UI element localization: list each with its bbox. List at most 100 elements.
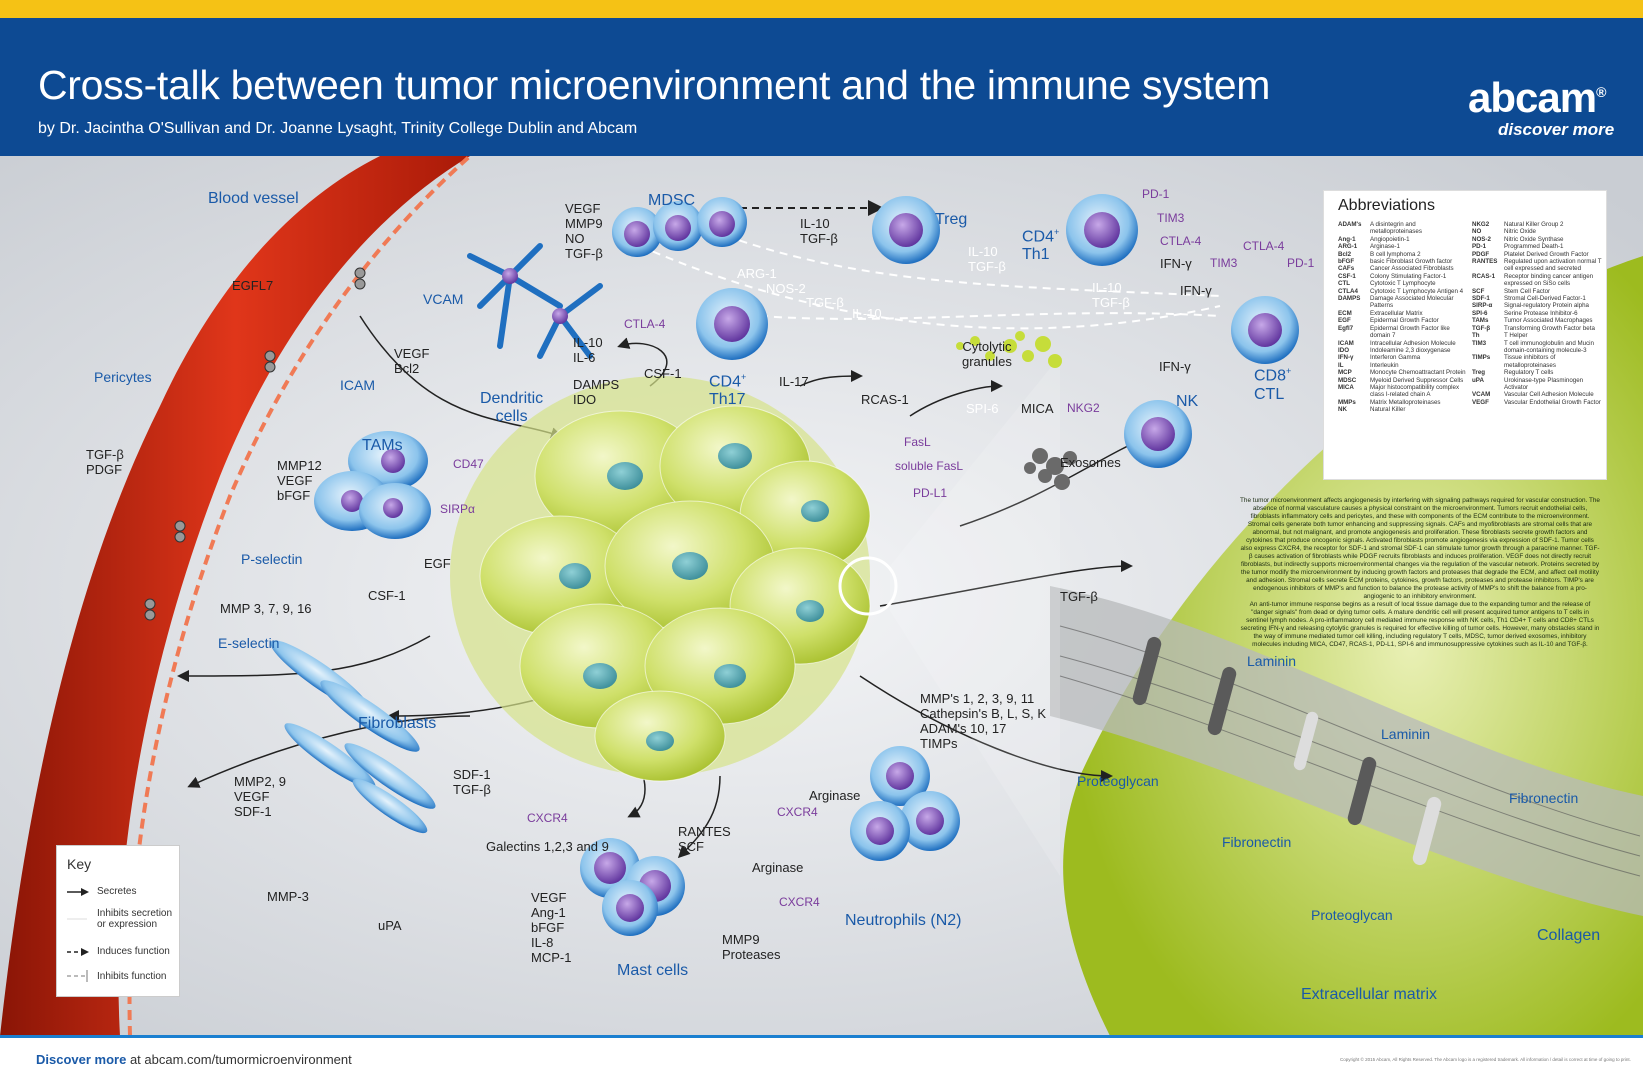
label-treg: Treg	[935, 211, 968, 228]
footer-bold: Discover more	[36, 1052, 127, 1067]
abcam-logo[interactable]: abcam®	[1468, 74, 1606, 122]
label-extracellular-matrix: Extracellular matrix	[1301, 986, 1438, 1003]
abbreviation-term: CTLA4	[1338, 287, 1358, 295]
abbreviations-panel: Abbreviations ADAM's A disintegrin and me…	[1323, 190, 1607, 480]
logo-registered-mark: ®	[1596, 84, 1606, 100]
label-dc-secretes: IL-10 IL-6	[573, 335, 603, 365]
abbreviation-definition: Tumor Associated Macrophages	[1504, 317, 1593, 325]
treg-cell	[872, 196, 940, 264]
label-pdl1: PD-L1	[913, 486, 948, 500]
label-fibroblasts: Fibroblasts	[358, 715, 437, 732]
abbreviation-definition: Stem Cell Factor	[1504, 287, 1551, 295]
abbreviation-term: ARG-1	[1338, 243, 1358, 251]
label-egf: EGF	[424, 556, 451, 571]
abbreviation-term: SIRP-α	[1472, 302, 1493, 310]
key-label: Inhibits secretion or expression	[97, 908, 173, 930]
label-cytolytic-granules: Cytolytic granules	[962, 339, 1012, 369]
abbreviation-term: MDSC	[1338, 376, 1357, 384]
abbreviation-definition: Intracellular Adhesion Molecule	[1370, 339, 1456, 347]
ecm-band	[1050, 586, 1643, 916]
label-cd47: CD47	[453, 457, 484, 471]
abbreviation-term: CAFs	[1338, 265, 1355, 273]
footer-url[interactable]: at abcam.com/tumormicroenvironment	[126, 1052, 352, 1067]
fibroblast-cells	[270, 640, 436, 834]
abbreviation-definition: Nitric Oxide	[1504, 228, 1536, 236]
label-ctl: CTL	[1254, 386, 1285, 403]
abbreviations-title: Abbreviations	[1338, 197, 1435, 214]
abbreviation-definition: Cancer Associated Fibroblasts	[1370, 265, 1454, 273]
abbreviation-definition: Arginase-1	[1370, 243, 1400, 251]
label-sirpa: SIRPα	[440, 502, 475, 516]
abbreviation-term: Treg	[1472, 369, 1486, 377]
label-collagen: Collagen	[1537, 927, 1601, 944]
abbreviation-term: EGF	[1338, 317, 1351, 325]
footer-link[interactable]: Discover more at abcam.com/tumormicroenv…	[36, 1052, 352, 1067]
cytolytic-granules	[956, 331, 1062, 368]
label-th1: Th1	[1022, 246, 1050, 263]
abbreviation-definition: Interferon Gamma	[1370, 354, 1421, 362]
abbreviation-term: CSF-1	[1338, 272, 1356, 280]
abbreviation-row: ADAM's A disintegrin and metalloproteinas…	[1338, 221, 1468, 236]
abbreviation-term: SDF-1	[1472, 295, 1490, 303]
abbreviation-term: ADAM's	[1338, 221, 1362, 228]
label-sdf1-tgfb: SDF-1 TGF-β	[453, 767, 491, 797]
label-ctla4-th1: CTLA-4	[1160, 234, 1202, 248]
label-proteoglycan-bottom: Proteoglycan	[1311, 907, 1393, 923]
abbreviation-definition: A disintegrin and metalloproteinases	[1370, 221, 1422, 236]
abbreviation-term: IL	[1338, 361, 1344, 369]
logo-text: abcam	[1468, 74, 1597, 121]
label-mdsc: MDSC	[648, 192, 696, 209]
label-arginase-top: Arginase	[809, 788, 861, 803]
label-mast-cells: Mast cells	[617, 962, 689, 979]
abbreviation-term: TAMs	[1472, 317, 1489, 325]
abbreviation-term: IDO	[1338, 346, 1350, 354]
abbreviation-definition: Epidermal Growth Factor like domain 7	[1370, 324, 1450, 340]
label-galectins: Galectins 1,2,3 and 9	[486, 839, 609, 854]
label-laminin-top: Laminin	[1247, 653, 1297, 669]
abbreviation-term: MMPs	[1338, 398, 1356, 406]
cd4-th1-text: CD4	[1022, 228, 1055, 246]
exosomes	[1024, 448, 1077, 490]
description-text: The tumor microenvironment affects angio…	[1240, 497, 1600, 649]
tam-cells	[314, 431, 431, 539]
magnifier-circle	[838, 556, 898, 616]
mdsc-cells	[612, 197, 747, 257]
abbreviation-definition: Serine Protease Inhibitor-6	[1504, 309, 1578, 317]
abbreviation-definition: Monocyte Chemoattractant Protein	[1370, 369, 1466, 377]
dashed-inhibit-icon	[67, 970, 88, 982]
label-p-selectin: P-selectin	[241, 551, 303, 567]
mast-cells	[580, 838, 685, 936]
abbreviation-definition: Interleukin	[1370, 361, 1399, 369]
tumor-cells	[479, 405, 871, 782]
label-mmp9-proteases: MMP9 Proteases	[722, 932, 781, 962]
dashed-arrow-icon	[67, 947, 89, 956]
dendritic-nuclei	[502, 268, 568, 324]
key-label: Induces function	[97, 946, 170, 957]
vessel-adhesion-beads	[144, 267, 366, 621]
cd4-th17-text: CD4	[709, 373, 742, 391]
label-ifng-ctl: IFN-γ	[1180, 283, 1212, 298]
abbreviation-definition: Cytotoxic T Lymphocyte	[1370, 280, 1436, 288]
abbreviation-term: MICA	[1338, 383, 1354, 391]
th1-cell	[1066, 194, 1138, 266]
abbreviation-definition: Receptor binding cancer antigen expresse…	[1504, 272, 1594, 288]
abbreviation-definition: T cell immunoglobulin and Mucin domain-c…	[1504, 339, 1594, 354]
